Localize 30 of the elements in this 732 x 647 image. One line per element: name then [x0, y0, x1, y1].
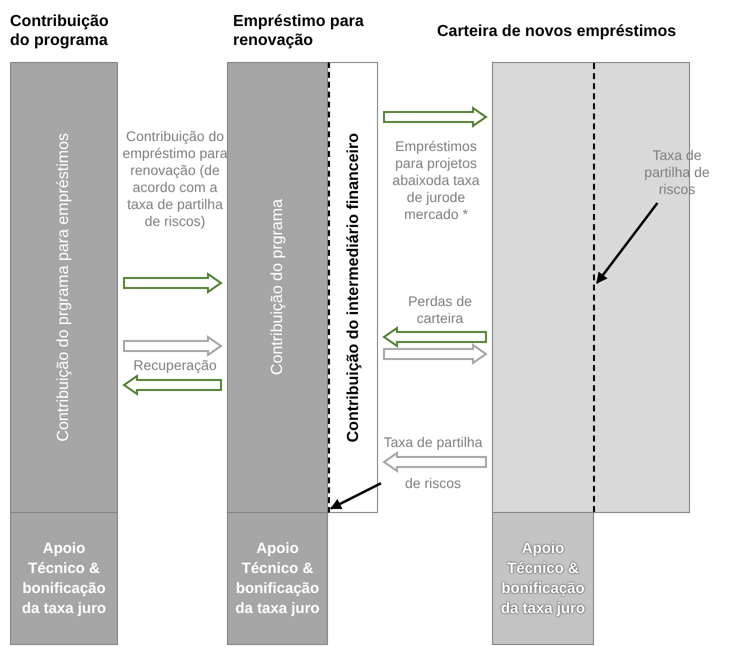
edge-label: Contribuição do empréstimo para renovação (de acordo com a taxa de partilha de riscos) [121, 128, 229, 230]
leader-arrow [330, 482, 382, 510]
edge-label: Perdas de carteira [407, 293, 473, 327]
column-bar [10, 62, 118, 513]
block-arrow [122, 374, 222, 396]
edge-label: Empréstimos para projetos abaixoda taxa de jurode mercado * [391, 138, 481, 223]
block-arrow [383, 106, 488, 128]
annotation-text: de riscos [404, 475, 462, 492]
column-bar [328, 62, 378, 513]
column-bar [227, 62, 328, 513]
block-arrow [382, 451, 487, 473]
block-arrow [123, 335, 223, 357]
support-box [10, 513, 118, 645]
annotation-text: Taxa de partilha [384, 434, 482, 451]
box-label: Apoio Técnico & bonificação da taxa juro [500, 538, 586, 618]
column-heading: Empréstimo para renovação [233, 12, 365, 50]
box-label: Apoio Técnico & bonificação da taxa juro [20, 538, 108, 618]
block-arrow [382, 326, 487, 348]
vertical-label: Contribuição do prgrama [268, 199, 286, 376]
support-box [227, 513, 328, 645]
edge-label: Recuperação [132, 357, 218, 374]
box-label: Apoio Técnico & bonificação da taxa juro [234, 538, 321, 618]
column-heading: Carteira de novos empréstimos [437, 22, 678, 41]
vertical-label: Contribuição do prgrama para empréstimos [55, 133, 73, 442]
support-box [492, 513, 594, 645]
block-arrow [123, 272, 223, 294]
column-heading: Contribuição do programa [10, 12, 110, 50]
leader-arrow [596, 202, 658, 284]
vertical-label: Contribuição do intermediário financeiro [344, 132, 362, 442]
block-arrow [383, 343, 488, 365]
